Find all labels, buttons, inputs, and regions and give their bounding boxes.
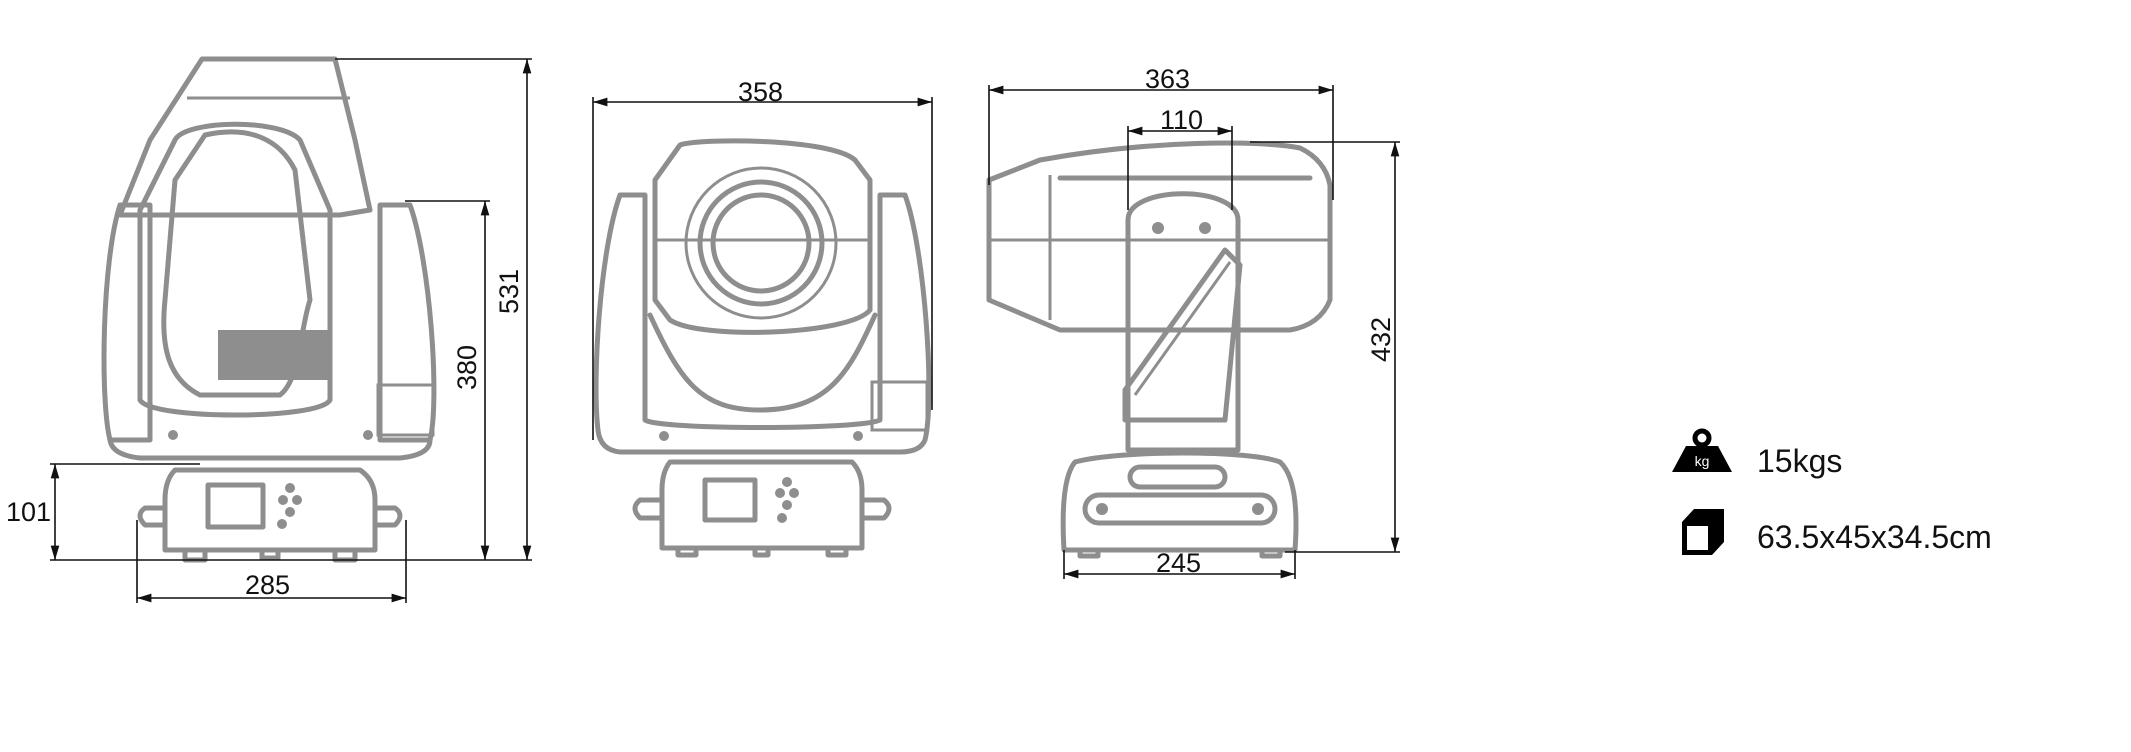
package-size-value: 63.5x45x34.5cm (1757, 519, 1992, 555)
front-view-dimensions: 531 380 101 285 (6, 58, 532, 603)
cube-box-icon (1682, 509, 1724, 555)
dimension-label-432: 432 (1366, 317, 1396, 362)
side-view-fixture (986, 140, 1333, 559)
side-view-dimensions: 363 110 432 245 (988, 64, 1400, 579)
dimension-label-110: 110 (1160, 105, 1203, 135)
dimension-label-380: 380 (452, 345, 482, 390)
dimension-label-101: 101 (6, 497, 51, 527)
weight-icon-text: kg (1695, 453, 1710, 469)
weight-kg-icon: kg (1672, 428, 1732, 472)
dimension-label-358: 358 (738, 77, 783, 107)
front-label-plate (218, 330, 328, 380)
weight-value: 15kgs (1757, 443, 1842, 479)
dimension-label-363: 363 (1145, 64, 1190, 94)
lens-view-dimensions: 358 (592, 77, 933, 440)
dimension-label-531: 531 (494, 269, 524, 314)
dimension-label-285: 285 (245, 570, 290, 600)
dimension-label-245: 245 (1156, 548, 1201, 578)
front-view-fixture (101, 56, 437, 563)
lens-view-fixture (593, 138, 932, 558)
